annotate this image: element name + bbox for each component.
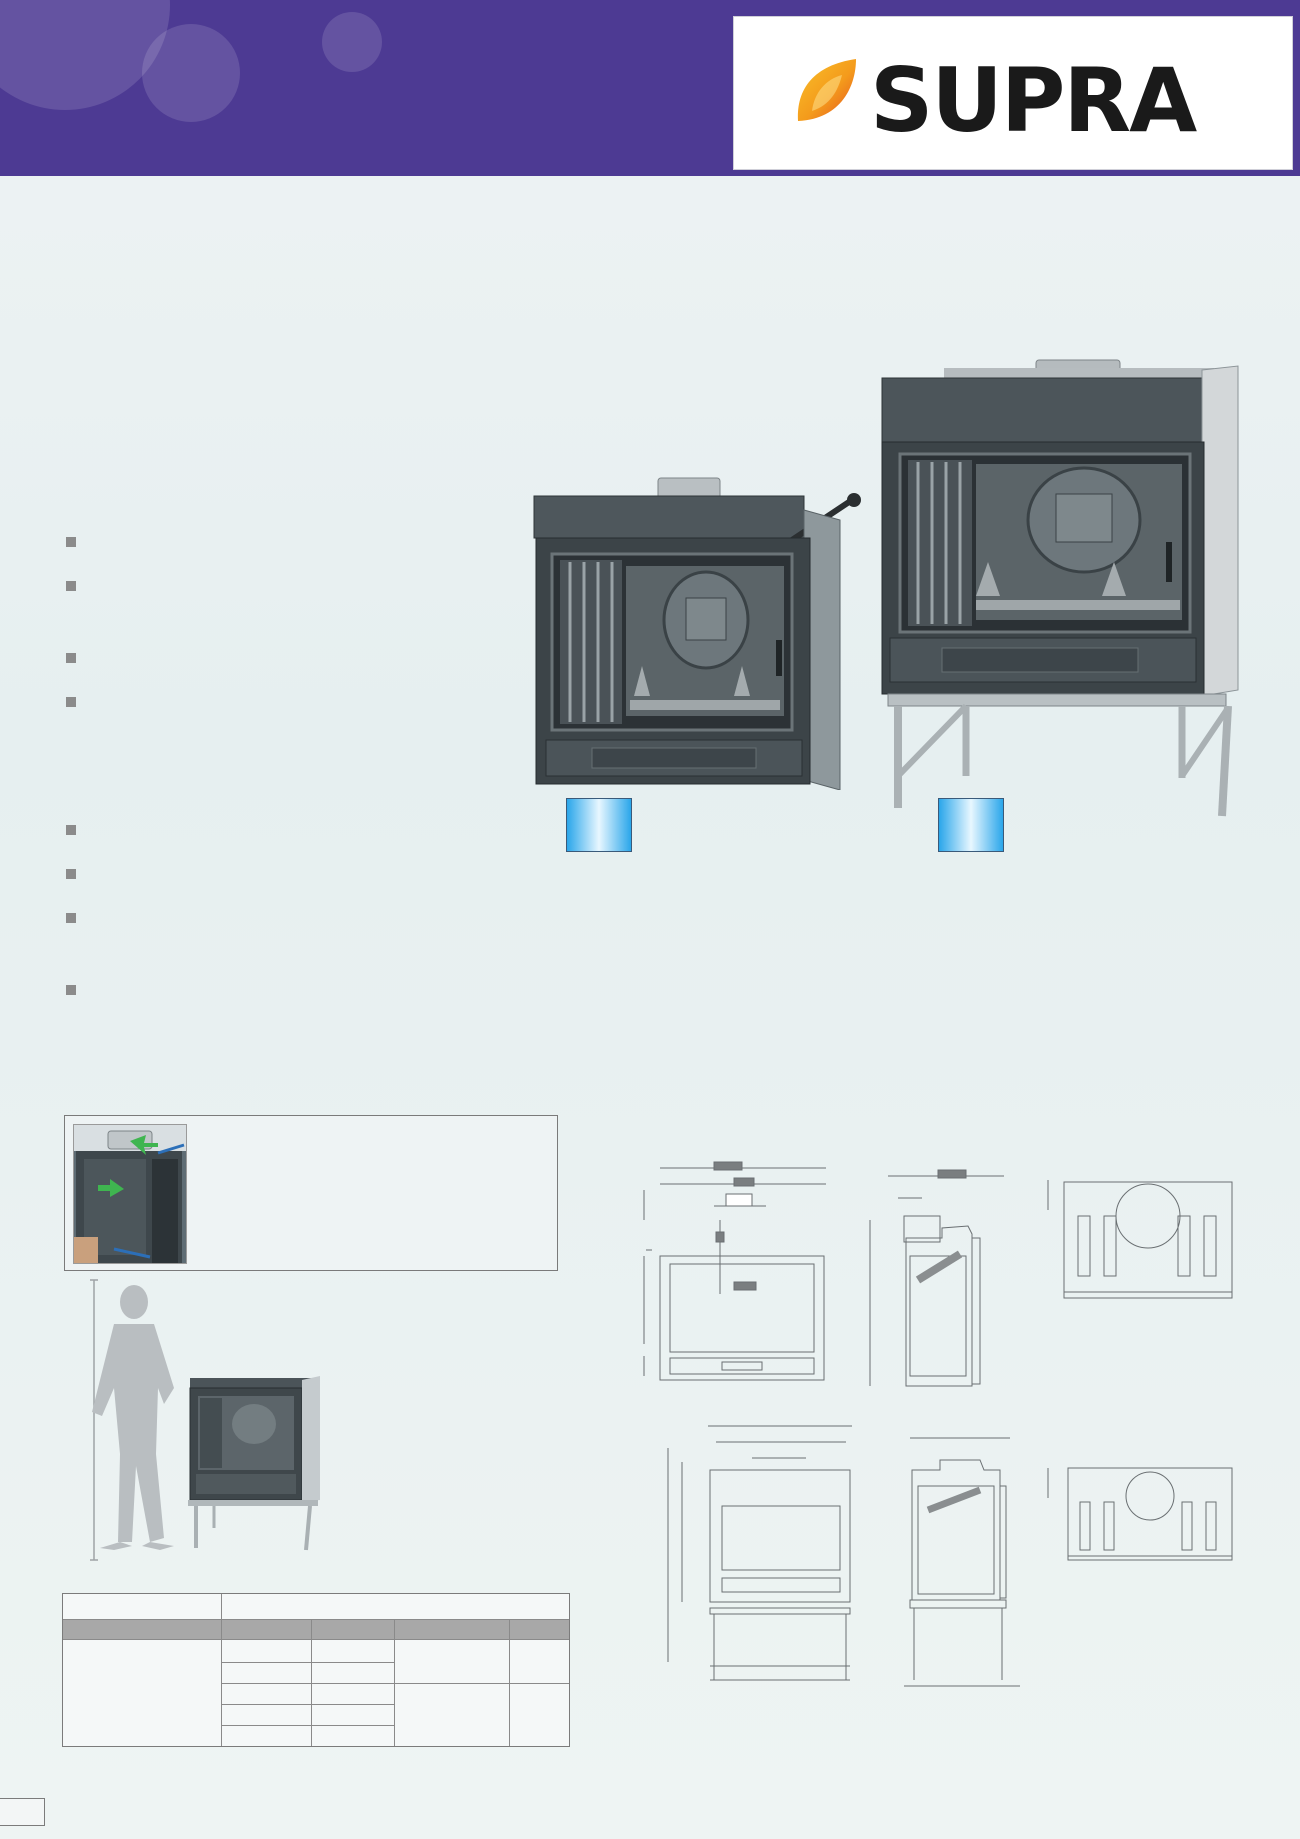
tech-drawing-front-2 [667,1425,852,1681]
tech-drawing-side-1 [869,1169,1004,1387]
decor-bubble-small [322,12,382,72]
bullet-marker-8 [66,985,76,995]
green-arrow-icon [98,1179,124,1197]
tech-drawing-side-2 [904,1437,1020,1687]
bullet-marker-4 [66,697,76,707]
scale-comparison-figure [90,1279,320,1561]
bullet-marker-1 [66,537,76,547]
air-flow-thumbnail [73,1124,187,1264]
bullet-marker-5 [66,825,76,835]
bullet-marker-7 [66,913,76,923]
bullet-marker-2 [66,581,76,591]
bullet-marker-3 [66,653,76,663]
color-swatch-1 [566,798,632,852]
flame-logo-icon [797,59,856,121]
page-number-tab [0,1798,45,1826]
fireplace-insert-photo-small [533,477,861,790]
tech-drawing-top-1 [1047,1180,1233,1299]
fireplace-insert-photo-large [881,359,1239,817]
decor-bubble-medium [142,24,240,122]
specifications-table [62,1593,570,1747]
table-header-band [63,1619,569,1639]
feature-info-box [64,1115,558,1271]
brand-logo-box: SUPRA [733,16,1293,170]
brand-wordmark: SUPRA [870,49,1197,152]
human-silhouette [92,1285,174,1550]
header-banner: SUPRA [0,0,1300,176]
bullet-marker-6 [66,869,76,879]
green-arrow-icon [130,1135,158,1155]
color-swatch-2 [938,798,1004,852]
tech-drawing-front-1 [643,1161,826,1381]
tech-drawing-top-2 [1047,1467,1233,1561]
